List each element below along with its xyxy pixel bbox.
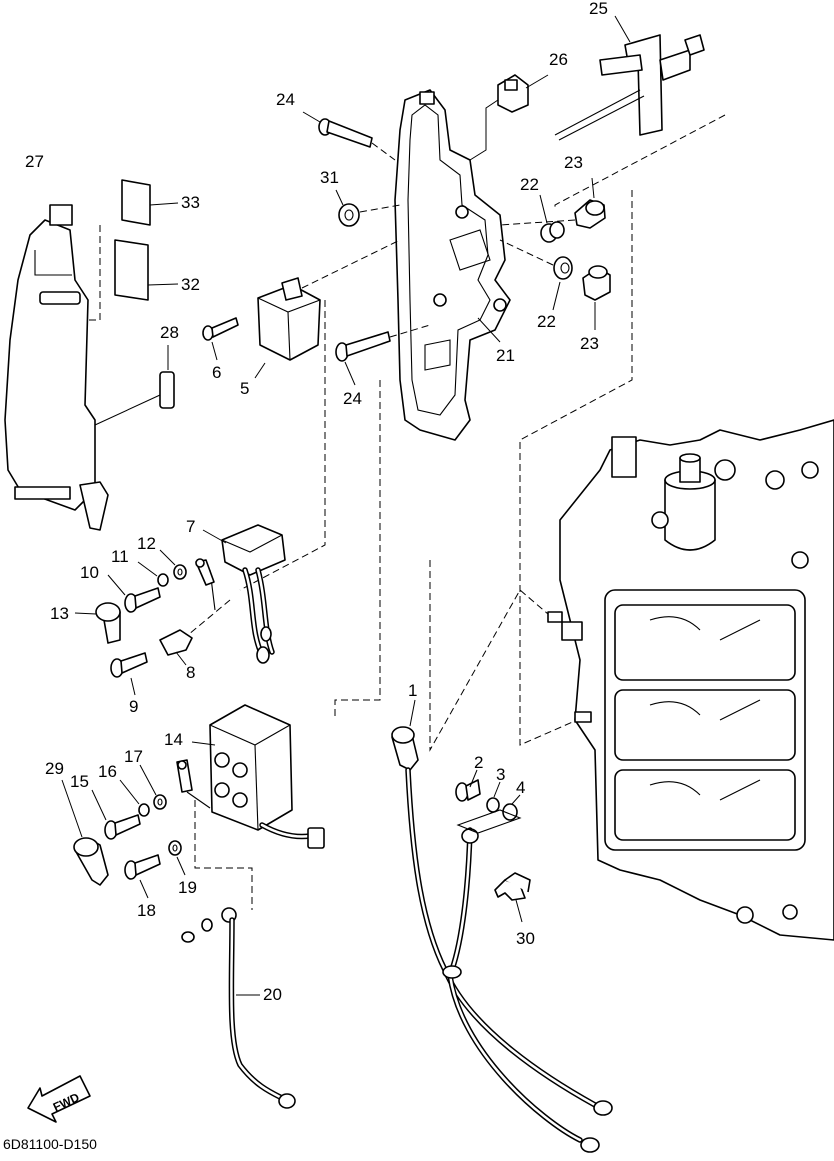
callout-24-lower: 24 — [343, 389, 362, 408]
clamp-8 — [159, 629, 193, 666]
callout-16: 16 — [98, 762, 117, 781]
callout-27: 27 — [25, 152, 44, 171]
screw-10 — [107, 574, 161, 613]
electrical-cover — [4, 204, 109, 531]
rubber-cap — [74, 602, 121, 644]
washer-upper — [539, 194, 565, 243]
callout-3: 3 — [496, 765, 505, 784]
grommet — [335, 189, 401, 227]
screw-15 — [91, 789, 141, 840]
callout-29: 29 — [45, 759, 64, 778]
callout-7: 7 — [186, 517, 195, 536]
callout-2: 2 — [474, 753, 483, 772]
connector-holder — [469, 74, 549, 161]
callout-5: 5 — [240, 379, 249, 398]
callout-25: 25 — [589, 0, 608, 18]
callout-33: 33 — [181, 193, 200, 212]
callout-4: 4 — [516, 778, 525, 797]
callout-20: 20 — [263, 985, 282, 1004]
callout-21: 21 — [496, 346, 515, 365]
assembly-guide-lines — [85, 114, 726, 910]
wire-harness-guide — [554, 15, 705, 141]
washer-19 — [168, 840, 186, 876]
nut-4 — [456, 794, 522, 834]
callout-24-upper: 24 — [276, 90, 295, 109]
bolt-lower — [335, 324, 431, 386]
callout-28: 28 — [160, 323, 179, 342]
collar-lower — [582, 265, 611, 330]
relay — [254, 239, 401, 379]
bolt-2 — [455, 769, 481, 802]
wire-clip — [94, 345, 175, 426]
electrical-bracket — [394, 89, 511, 441]
callout-22-upper: 22 — [520, 175, 539, 194]
bolt-upper — [302, 111, 396, 161]
callout-6: 6 — [212, 363, 221, 382]
rectifier-regulator — [186, 704, 325, 849]
callout-12: 12 — [137, 534, 156, 553]
screw-18 — [124, 854, 161, 899]
washer-12 — [159, 549, 187, 580]
callout-11: 11 — [111, 547, 129, 566]
callout-18: 18 — [137, 901, 156, 920]
callout-22-lower: 22 — [537, 312, 556, 331]
ignition-coil-connector — [202, 524, 286, 664]
callout-1: 1 — [408, 681, 417, 700]
drawing-code: 6D81100-D150 — [3, 1136, 97, 1152]
callout-13: 13 — [50, 604, 69, 623]
callout-17: 17 — [124, 747, 143, 766]
terminal-12 — [195, 558, 215, 586]
callout-14: 14 — [164, 730, 183, 749]
callout-15: 15 — [70, 772, 89, 791]
callout-9: 9 — [129, 697, 138, 716]
collar-upper — [499, 177, 606, 229]
callout-31: 31 — [320, 168, 339, 187]
callout-10: 10 — [80, 563, 99, 582]
callout-23-lower: 23 — [580, 334, 599, 353]
washer-16 — [119, 779, 150, 817]
washer-17 — [139, 764, 167, 810]
callout-26: 26 — [549, 50, 568, 69]
callout-8: 8 — [186, 663, 195, 682]
terminal-14 — [176, 759, 193, 793]
callout-30: 30 — [516, 929, 535, 948]
screw-relay — [202, 317, 239, 361]
callout-23-upper: 23 — [564, 153, 583, 172]
callout-labels: 1 2 3 4 5 6 7 8 9 10 11 12 13 14 15 16 1… — [25, 0, 608, 1004]
cable-clip — [494, 872, 531, 923]
label-sheets — [114, 179, 179, 301]
callout-32: 32 — [181, 275, 200, 294]
ground-lead — [181, 907, 296, 1109]
washer-lower — [499, 239, 573, 311]
battery-lead — [391, 699, 613, 1153]
rubber-cap-29 — [61, 779, 109, 886]
washer-3 — [486, 781, 501, 813]
screw-9 — [110, 652, 148, 696]
fwd-arrow: FWD — [27, 1075, 91, 1123]
callout-19: 19 — [178, 878, 197, 897]
washer-11 — [137, 561, 169, 587]
engine-block — [547, 419, 834, 941]
